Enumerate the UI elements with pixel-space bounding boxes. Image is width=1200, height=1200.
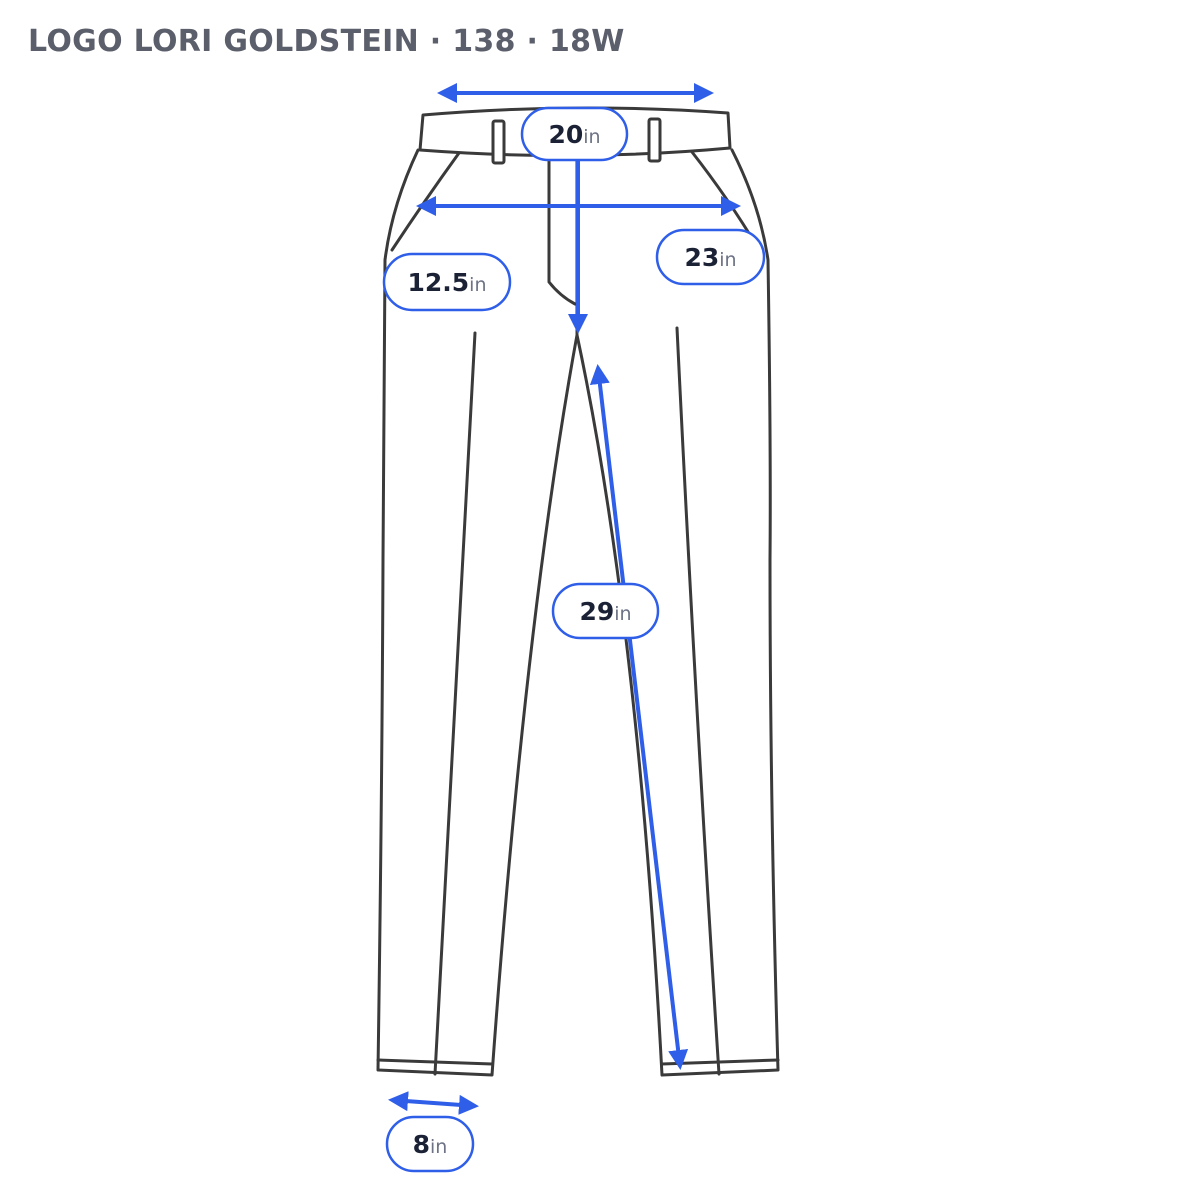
svg-text:29in: 29in [579,597,631,626]
leg-opening-arrow [388,1091,479,1115]
inseam-unit: in [614,603,631,625]
page-title: LOGO LORI GOLDSTEIN · 138 · 18W [28,24,625,59]
pocket-left [390,151,461,252]
hem-left [376,1058,494,1066]
svg-text:12.5in: 12.5in [407,268,486,297]
crease-right [675,326,721,1076]
svg-text:20in: 20in [548,120,600,149]
waist-label: 20in [520,106,629,162]
leg-opening-value: 8 [413,1130,430,1159]
hip-label: 23in [655,228,766,286]
inseam-arrow [589,364,689,1070]
rise-unit: in [469,274,486,296]
leg-opening-unit: in [430,1136,447,1158]
waist-value: 20 [548,120,583,149]
belt-loop-right [647,117,662,163]
inseam-value: 29 [579,597,614,626]
svg-text:23in: 23in [684,243,736,272]
leg-opening-label: 8in [385,1115,475,1173]
hip-unit: in [719,249,736,271]
waist-unit: in [583,126,600,148]
rise-label: 12.5in [382,252,512,312]
fly-stitch [547,158,577,306]
hip-value: 23 [684,243,719,272]
inseam-label: 29in [551,582,660,640]
belt-loop-left [491,119,506,165]
crease-left [433,331,477,1076]
svg-text:8in: 8in [413,1130,448,1159]
rise-value: 12.5 [407,268,469,297]
